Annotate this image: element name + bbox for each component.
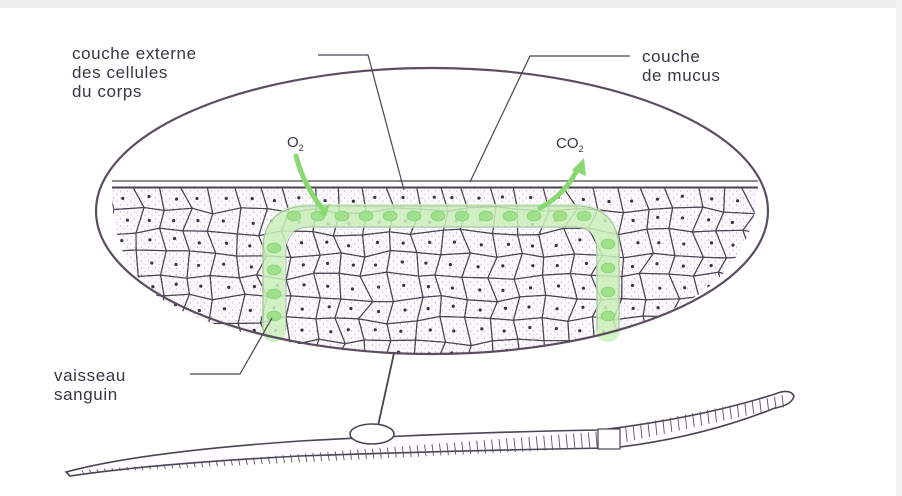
label-mucus-line-1: couche: [642, 47, 721, 66]
label-vessel-line-1: vaisseau: [54, 366, 126, 385]
label-outer-cells-line-3: du corps: [72, 82, 197, 101]
earthworm: [66, 391, 794, 476]
label-outer-cells-line-1: couche externe: [72, 44, 197, 63]
label-vessel-line-2: sanguin: [54, 385, 126, 404]
label-carbon-dioxide: CO2: [556, 135, 584, 154]
label-outer-cells: couche externe des cellules du corps: [72, 44, 197, 101]
leader-mucus: [470, 56, 630, 182]
label-outer-cells-line-2: des cellules: [72, 63, 197, 82]
label-vessel: vaisseau sanguin: [54, 366, 126, 404]
label-oxygen: O2: [287, 134, 304, 153]
label-mucus-line-2: de mucus: [642, 66, 721, 85]
magnifier-stem: [378, 353, 394, 426]
magnified-area-marker: [350, 424, 394, 444]
label-mucus: couche de mucus: [642, 47, 721, 85]
